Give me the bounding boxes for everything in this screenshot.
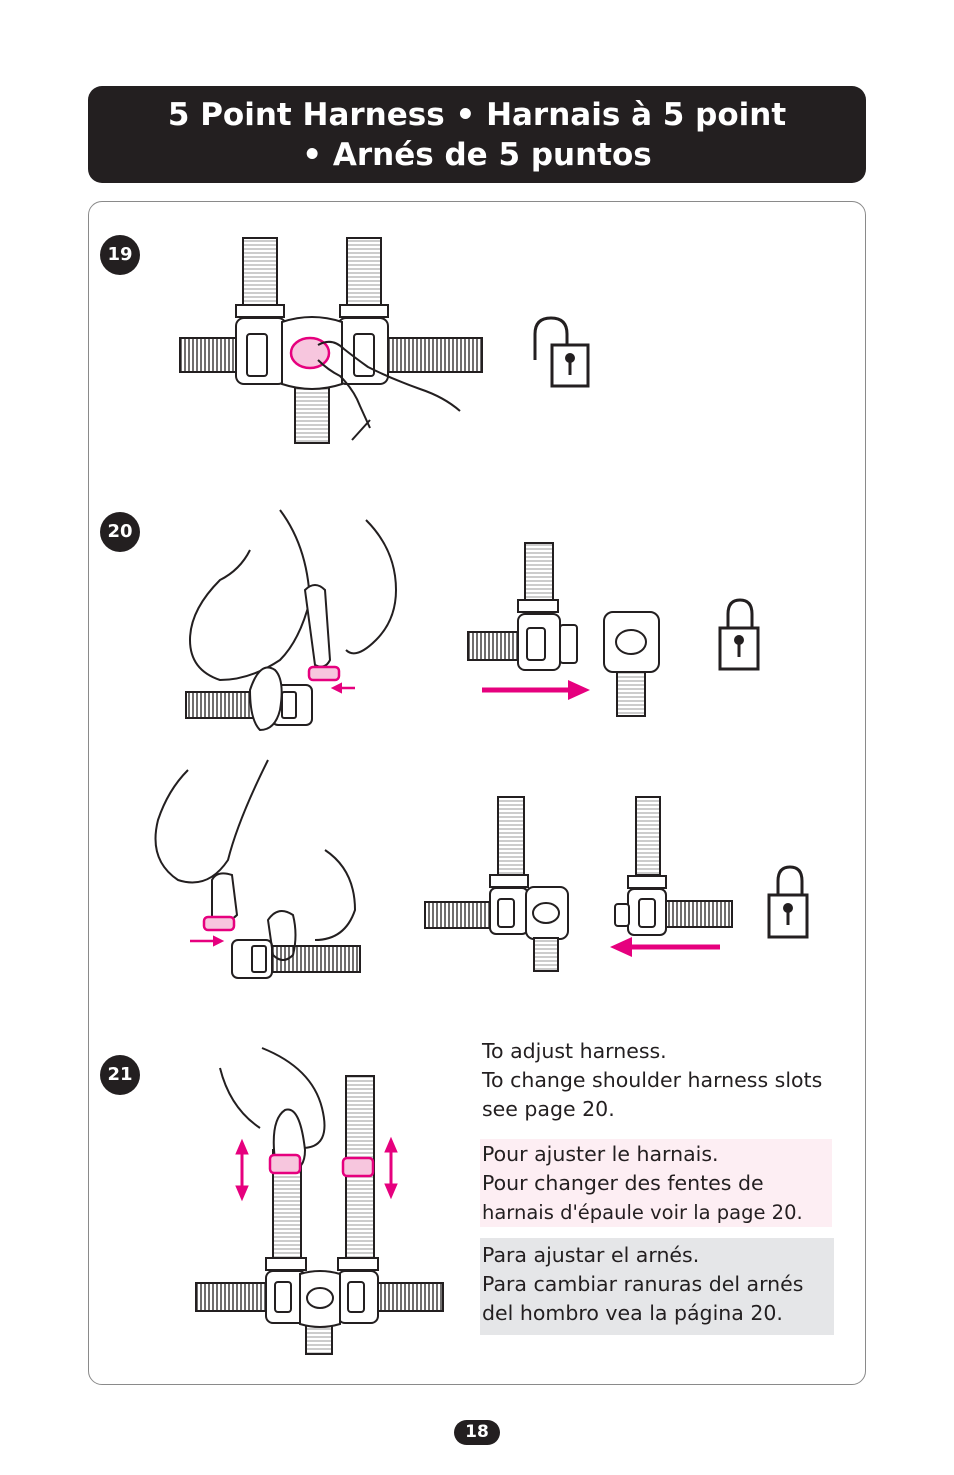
locked-padlock-icon: [767, 865, 809, 939]
step-19-badge: 19: [100, 235, 140, 275]
content-panel: [88, 201, 866, 1385]
arrow-right-icon: [482, 680, 590, 700]
double-arrow-vertical-icon: [235, 1136, 398, 1202]
step-21-badge: 21: [100, 1055, 140, 1095]
fr-line-1: Pour ajuster le harnais.: [482, 1142, 719, 1166]
page-title: 5 Point Harness • Harnais à 5 point • Ar…: [88, 86, 866, 183]
figure-20-buckle-slide-right: [467, 542, 660, 717]
instructions-french: Pour ajuster le harnais. Pour changer de…: [480, 1139, 832, 1227]
figure-20-buckle-slide-left: [424, 796, 733, 972]
en-line-3: see page 20.: [482, 1097, 615, 1121]
unlocked-padlock-icon: [533, 316, 590, 388]
step-20-badge: 20: [100, 512, 140, 552]
es-line-1: Para ajustar el arnés.: [482, 1243, 700, 1267]
en-line-1: To adjust harness.: [482, 1039, 667, 1063]
es-line-3: del hombro vea la página 20.: [482, 1301, 783, 1325]
fr-line-2: Pour changer des fentes de: [482, 1171, 764, 1195]
figure-21-adjust-harness: [195, 1047, 444, 1355]
figure-20-hands-insert-right: [154, 759, 361, 979]
fr-line-3: harnais d'épaule voir la page 20.: [482, 1201, 803, 1224]
figure-20-hands-insert-left: [185, 509, 398, 732]
title-line-2: • Arnés de 5 puntos: [302, 137, 652, 173]
es-line-2: Para cambiar ranuras del arnés: [482, 1272, 804, 1296]
en-line-2: To change shoulder harness slots: [482, 1068, 823, 1092]
instructions-spanish: Para ajustar el arnés. Para cambiar ranu…: [480, 1238, 834, 1335]
figure-19-harness-release: [179, 237, 483, 444]
locked-padlock-icon: [718, 598, 760, 671]
instructions-english: To adjust harness. To change shoulder ha…: [480, 1037, 835, 1124]
arrow-left-icon: [610, 937, 720, 957]
page-number: 18: [454, 1420, 500, 1445]
title-line-1: 5 Point Harness • Harnais à 5 point: [167, 97, 787, 133]
